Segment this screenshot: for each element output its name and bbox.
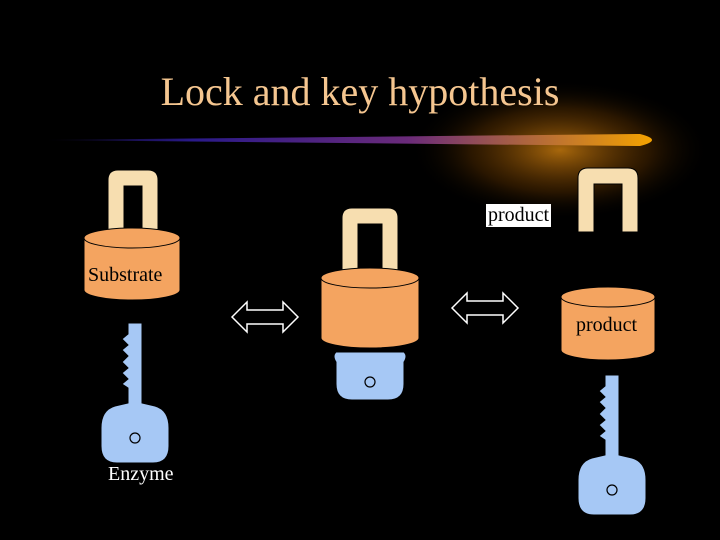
complex-key-icon (333, 351, 407, 401)
substrate-padlock-icon (83, 169, 181, 301)
complex-padlock-icon (320, 207, 420, 349)
enzyme-label: Enzyme (108, 463, 174, 485)
title-rule (40, 134, 652, 146)
enzyme-key-icon (100, 322, 170, 464)
slide-title: Lock and key hypothesis (160, 69, 560, 114)
double-arrow-icon-2 (450, 291, 520, 325)
product-lock-body-icon (560, 286, 656, 361)
product-shackle-icon (577, 167, 639, 233)
product-label-top: product (486, 204, 552, 227)
substrate-label: Substrate (88, 264, 163, 286)
released-enzyme-key-icon (577, 374, 647, 516)
double-arrow-icon-1 (230, 300, 300, 334)
product-label-bottom: product (576, 314, 638, 336)
